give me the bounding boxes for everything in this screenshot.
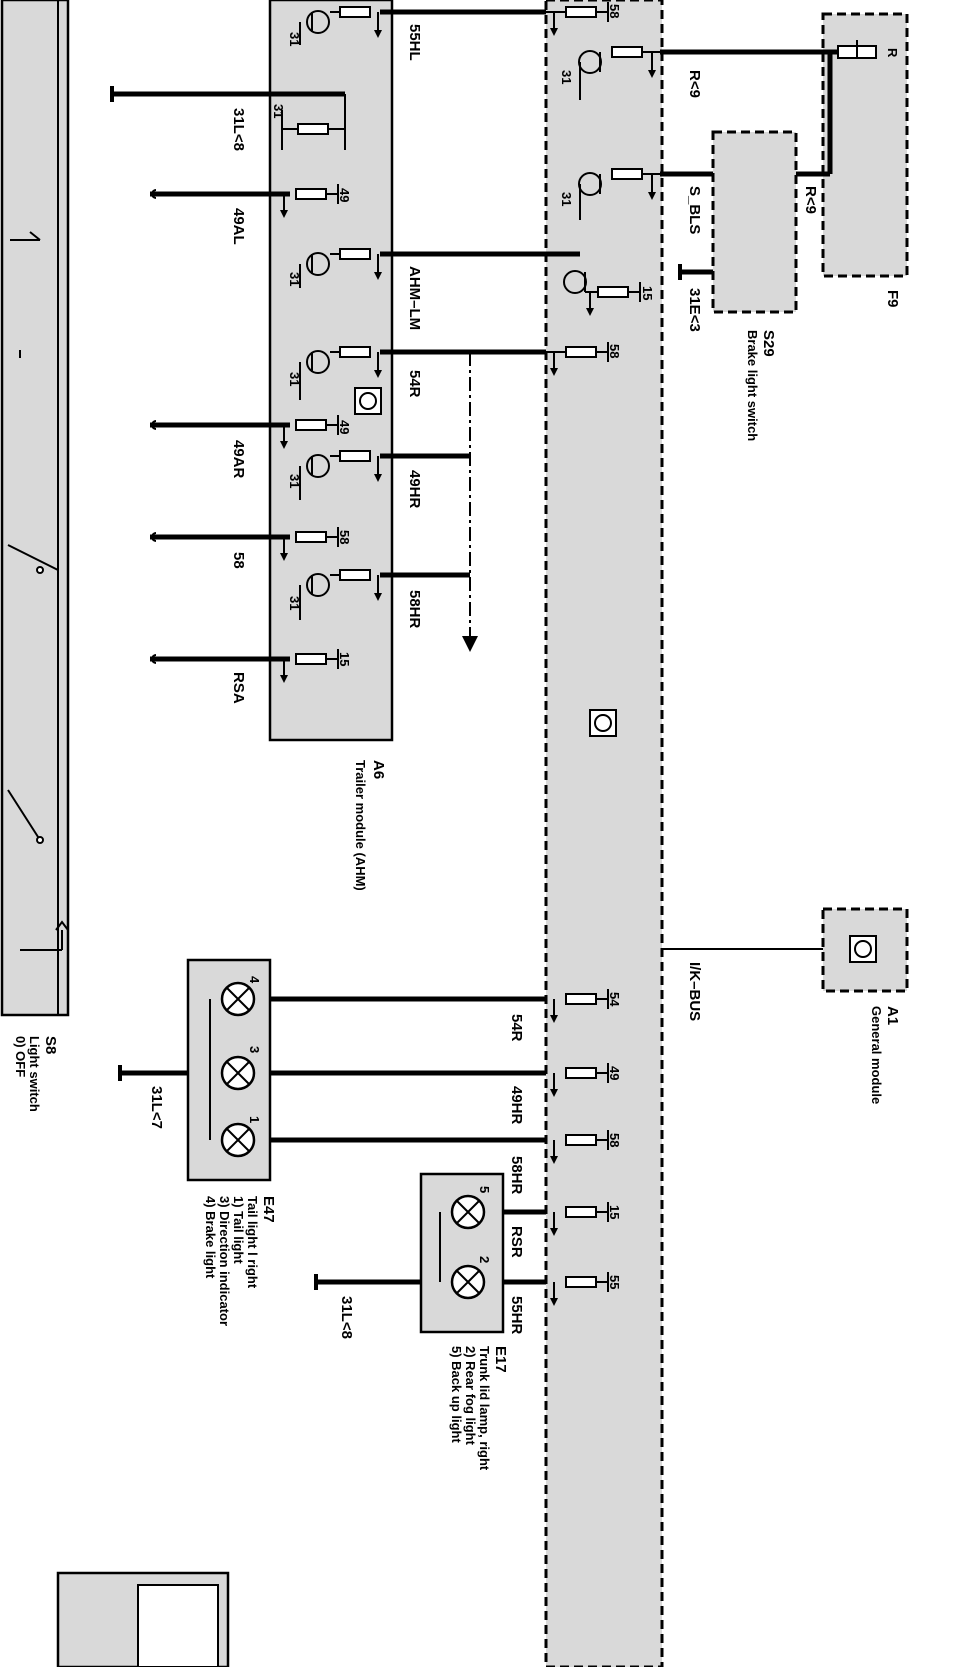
- general-module-id: A1: [884, 1006, 901, 1025]
- brake-light-switch-box: [711, 130, 798, 314]
- svg-text:31: 31: [287, 474, 302, 488]
- light-switch-name: Light switch: [27, 1036, 42, 1112]
- ahm-pin-labels: 31 31 49 31 31 49 31 58 31 15: [271, 32, 352, 666]
- general-module-name: General module: [869, 1006, 884, 1104]
- light-switch-position: 0) OFF: [13, 1036, 28, 1077]
- svg-text:49: 49: [337, 420, 352, 434]
- wire-rsa: RSA: [230, 672, 247, 704]
- trunk-lamp-name: Trunk lid lamp, right: [477, 1346, 492, 1471]
- wire-55hr: 55HR: [508, 1296, 525, 1335]
- wire-49hr-b: 49HR: [508, 1086, 525, 1125]
- wire-54r: 54R: [406, 370, 423, 398]
- lamp-pin-labels: 4 3 1 5 2 49: [247, 976, 492, 1263]
- tail-light-lamps: [209, 981, 256, 1158]
- general-module-strip: [544, 0, 664, 1667]
- svg-text:58: 58: [337, 530, 352, 544]
- svg-text:58: 58: [607, 1133, 622, 1147]
- svg-text:31: 31: [271, 104, 286, 118]
- trunk-lamp-id: E17: [492, 1346, 509, 1373]
- wire-ahm-lm: AHM–LM: [406, 266, 423, 330]
- svg-text:55: 55: [607, 1275, 622, 1289]
- wire-49hr: 49HR: [406, 470, 423, 509]
- gm-pin-labels: 58 31 31 15 58 54 49 58 15 55: [559, 4, 655, 1289]
- component-labels: R F9 S29 Brake light switch A6 Trailer m…: [13, 48, 901, 1471]
- wire-58hr: 58HR: [406, 590, 423, 629]
- svg-text:2) Rear fog light: 2) Rear fog light: [463, 1346, 478, 1446]
- light-switch-id: S8: [42, 1036, 59, 1054]
- svg-text:31: 31: [287, 596, 302, 610]
- gm-drivers: [546, 2, 660, 1306]
- wire-rsr: RSR: [508, 1226, 525, 1258]
- wire-58hr-b: 58HR: [508, 1156, 525, 1195]
- wire-49al: 49AL: [230, 208, 247, 245]
- ahm-drivers: [280, 6, 382, 683]
- svg-text:5: 5: [477, 1186, 492, 1193]
- wire-31l8-b: 31L<8: [338, 1296, 355, 1339]
- wire-54r-b: 54R: [508, 1014, 525, 1042]
- brake-switch-id: S29: [760, 330, 777, 357]
- tail-light-name: Tail light l right: [245, 1196, 260, 1289]
- svg-text:49: 49: [607, 1066, 622, 1080]
- trailer-module-box: [268, 0, 394, 742]
- svg-text:31: 31: [559, 192, 574, 206]
- svg-text:31: 31: [559, 70, 574, 84]
- wire-31l7: 31L<7: [148, 1086, 165, 1129]
- wire-labels: 55HL 31L<8 49AL AHM–LM 54R 49AR 49HR 58 …: [148, 24, 819, 1339]
- svg-text:5) Back up light: 5) Back up light: [449, 1346, 464, 1443]
- wire-31e3: 31E<3: [686, 288, 703, 332]
- svg-text:3) Direction indicator: 3) Direction indicator: [217, 1196, 232, 1326]
- wire-r9-a: R<9: [686, 70, 703, 98]
- svg-text:49: 49: [337, 188, 352, 202]
- svg-text:31: 31: [287, 272, 302, 286]
- wire-r9-b: R<9: [802, 186, 819, 214]
- svg-text:4: 4: [247, 976, 262, 984]
- svg-text:31: 31: [287, 32, 302, 46]
- svg-text:58: 58: [607, 344, 622, 358]
- brake-switch-name: Brake light switch: [745, 330, 760, 441]
- trunk-lamp-e17-box: [419, 1172, 505, 1334]
- wire-55hl: 55HL: [406, 24, 423, 61]
- svg-text:3: 3: [247, 1046, 262, 1053]
- svg-text:54: 54: [607, 992, 622, 1007]
- svg-text:15: 15: [607, 1205, 622, 1219]
- svg-text:58: 58: [607, 4, 622, 18]
- tail-light-id: E47: [260, 1196, 277, 1223]
- svg-text:1) Tail light: 1) Tail light: [231, 1196, 246, 1264]
- svg-text:4) Brake light: 4) Brake light: [203, 1196, 218, 1279]
- svg-text:15: 15: [640, 286, 655, 300]
- fuse-f9-id: F9: [884, 290, 901, 308]
- wire-58: 58: [230, 552, 247, 569]
- svg-text:2: 2: [477, 1256, 492, 1263]
- trunk-lamps: [439, 1194, 486, 1300]
- svg-text:1: 1: [247, 1116, 262, 1123]
- fuse-f9-pin: R: [885, 48, 900, 58]
- trailer-module-id: A6: [370, 760, 387, 779]
- wire-49ar: 49AR: [230, 440, 247, 479]
- wire-ik-bus: I/K–BUS: [686, 962, 703, 1021]
- svg-text:31: 31: [287, 372, 302, 386]
- svg-text:15: 15: [337, 652, 352, 666]
- wire-s-bls: S_BLS: [686, 186, 703, 234]
- trailer-module-name: Trailer module (AHM): [353, 760, 368, 891]
- wire-31l8-a: 31L<8: [230, 108, 247, 151]
